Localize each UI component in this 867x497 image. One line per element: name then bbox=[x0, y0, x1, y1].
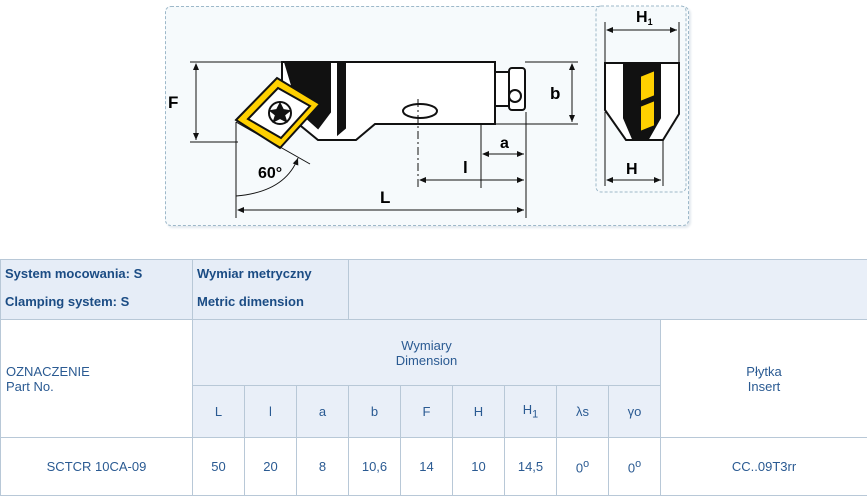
col-header-H1: H1 bbox=[504, 385, 557, 438]
insert-label-en: Insert bbox=[747, 378, 781, 394]
dimensions-label-pl: Wymiary bbox=[401, 337, 452, 353]
dimensions-group-cell: Wymiary Dimension bbox=[192, 319, 661, 386]
dimension-header-cell: Wymiar metryczny Metric dimension bbox=[192, 259, 349, 320]
col-header-l: l bbox=[244, 385, 297, 438]
dimension-F bbox=[190, 61, 282, 143]
value-b: 10,6 bbox=[348, 437, 401, 496]
header-empty-cell bbox=[347, 259, 867, 320]
insert-shape bbox=[234, 76, 322, 150]
dimension-label-en: Metric dimension bbox=[197, 294, 304, 309]
value-L: 50 bbox=[192, 437, 245, 496]
dimension-label-pl: Wymiar metryczny bbox=[197, 266, 312, 281]
dimensions-label-en: Dimension bbox=[395, 352, 458, 368]
angle-indicator bbox=[235, 121, 311, 197]
value-l: 20 bbox=[244, 437, 297, 496]
designation-cell: OZNACZENIE Part No. bbox=[0, 319, 193, 438]
specification-table: System mocowania: S Clamping system: S W… bbox=[0, 259, 867, 496]
col-header-H: H bbox=[452, 385, 505, 438]
system-header-cell: System mocowania: S Clamping system: S bbox=[0, 259, 193, 320]
label-H: H bbox=[626, 161, 638, 178]
insert-label-pl: Płytka bbox=[746, 363, 782, 379]
label-b: b bbox=[550, 84, 560, 103]
part-number: SCTCR 10CA-09 bbox=[0, 437, 193, 496]
col-header-lambda: λs bbox=[556, 385, 609, 438]
tool-holder-shape bbox=[281, 61, 526, 141]
dimension-a bbox=[480, 112, 527, 218]
col-header-a: a bbox=[296, 385, 349, 438]
designation-label-en: Part No. bbox=[6, 378, 54, 394]
label-H1: H1 bbox=[636, 9, 653, 27]
dimension-H1 bbox=[604, 22, 680, 62]
value-F: 14 bbox=[400, 437, 453, 496]
label-F: F bbox=[168, 93, 178, 112]
tool-drawing: F b a l L 60° H1 bbox=[168, 5, 687, 218]
system-label-en: Clamping system: S bbox=[5, 294, 130, 309]
label-L: L bbox=[380, 188, 390, 207]
header-row: System mocowania: S Clamping system: S W… bbox=[0, 259, 867, 320]
value-a: 8 bbox=[296, 437, 349, 496]
column-header-row: L l a b F H H1 λs γo bbox=[1, 385, 867, 438]
col-header-b: b bbox=[348, 385, 401, 438]
value-gamma: 0o bbox=[608, 437, 661, 496]
value-H1: 14,5 bbox=[504, 437, 557, 496]
label-a: a bbox=[500, 135, 509, 152]
col-header-gamma: γo bbox=[608, 385, 661, 438]
label-angle: 60° bbox=[258, 165, 282, 182]
value-H: 10 bbox=[452, 437, 505, 496]
system-label-pl: System mocowania: S bbox=[5, 266, 143, 281]
insert-code: CC..09T3rr bbox=[659, 437, 867, 496]
dimension-H bbox=[604, 112, 664, 186]
label-l: l bbox=[463, 158, 468, 177]
insert-header-cell: Płytka Insert bbox=[659, 319, 867, 438]
designation-label-pl: OZNACZENIE bbox=[6, 363, 90, 379]
dimension-b bbox=[495, 61, 578, 125]
table-row: SCTCR 10CA-09 50 20 8 10,6 14 10 14,5 0o… bbox=[0, 437, 867, 496]
dimension-L bbox=[235, 122, 524, 218]
col-header-L: L bbox=[192, 385, 245, 438]
front-view-shape bbox=[604, 62, 680, 141]
value-lambda: 0o bbox=[556, 437, 609, 496]
col-header-F: F bbox=[400, 385, 453, 438]
